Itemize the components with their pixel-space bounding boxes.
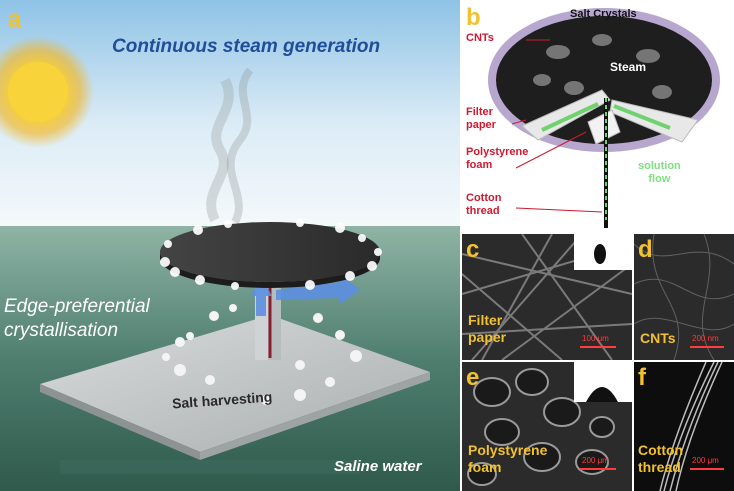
polystyrene-sem-label: Polystyrene foam [468, 442, 548, 475]
saline-water-label: Saline water [334, 458, 422, 475]
cotton-thread-label: Cotton thread [466, 192, 502, 217]
panel-letter-e: e [466, 364, 480, 391]
panel-letter-f: f [638, 364, 646, 391]
panel-c-sem: c Filter paper 100 μm [462, 234, 632, 360]
panel-b-schematic [488, 8, 720, 228]
scale-bar-c [580, 346, 616, 348]
panel-a-illustration [0, 0, 460, 491]
panel-d-sem: d CNTs 200 nm [634, 234, 734, 360]
panel-a: a Continuous steam generation Edge-prefe… [0, 0, 460, 491]
panel-letter-d: d [638, 236, 653, 263]
filter-paper-sem-label: Filter paper [468, 312, 507, 345]
salt-crystals-label: Salt Crystals [570, 8, 637, 20]
filter-paper-label: Filter paper [466, 106, 496, 131]
panel-e-sem: e Polystyrene foam 200 μm [462, 362, 632, 491]
salt-crystals [162, 304, 362, 405]
base-plate [40, 315, 430, 452]
panel-letter-b: b [466, 4, 481, 31]
polystyrene-label: Polystyrene foam [466, 146, 529, 171]
steam-generation-title: Continuous steam generation [112, 36, 381, 57]
cnts-sem-texture [634, 234, 734, 360]
scale-bar-label-c: 100 μm [582, 334, 609, 343]
solution-flow-label: solution flow [638, 160, 681, 185]
cotton-thread-sem-label: Cotton thread [638, 442, 684, 475]
panel-letter-a: a [8, 6, 22, 33]
absorber-disc [160, 222, 380, 282]
panel-f-sem: f Cotton thread 200 μm [634, 362, 734, 491]
scale-bar-label-d: 200 nm [692, 334, 719, 343]
panel-letter-c: c [466, 236, 480, 263]
scale-bar-d [690, 346, 724, 348]
scale-bar-label-f: 200 μm [692, 456, 719, 465]
panel-b: b Salt Crystals CNTs Steam Filter paper … [462, 0, 734, 232]
steam-label: Steam [610, 60, 647, 74]
scale-bar-label-e: 200 μm [582, 456, 609, 465]
filter-paper-sem-texture [462, 234, 632, 360]
scale-bar-f [690, 468, 724, 470]
cnts-sem-label: CNTs [640, 330, 676, 346]
edge-label-line1: Edge-preferential [4, 296, 150, 317]
scale-bar-e [580, 468, 616, 470]
cnts-label: CNTs [466, 32, 494, 44]
edge-label-line2: crystallisation [4, 320, 119, 341]
